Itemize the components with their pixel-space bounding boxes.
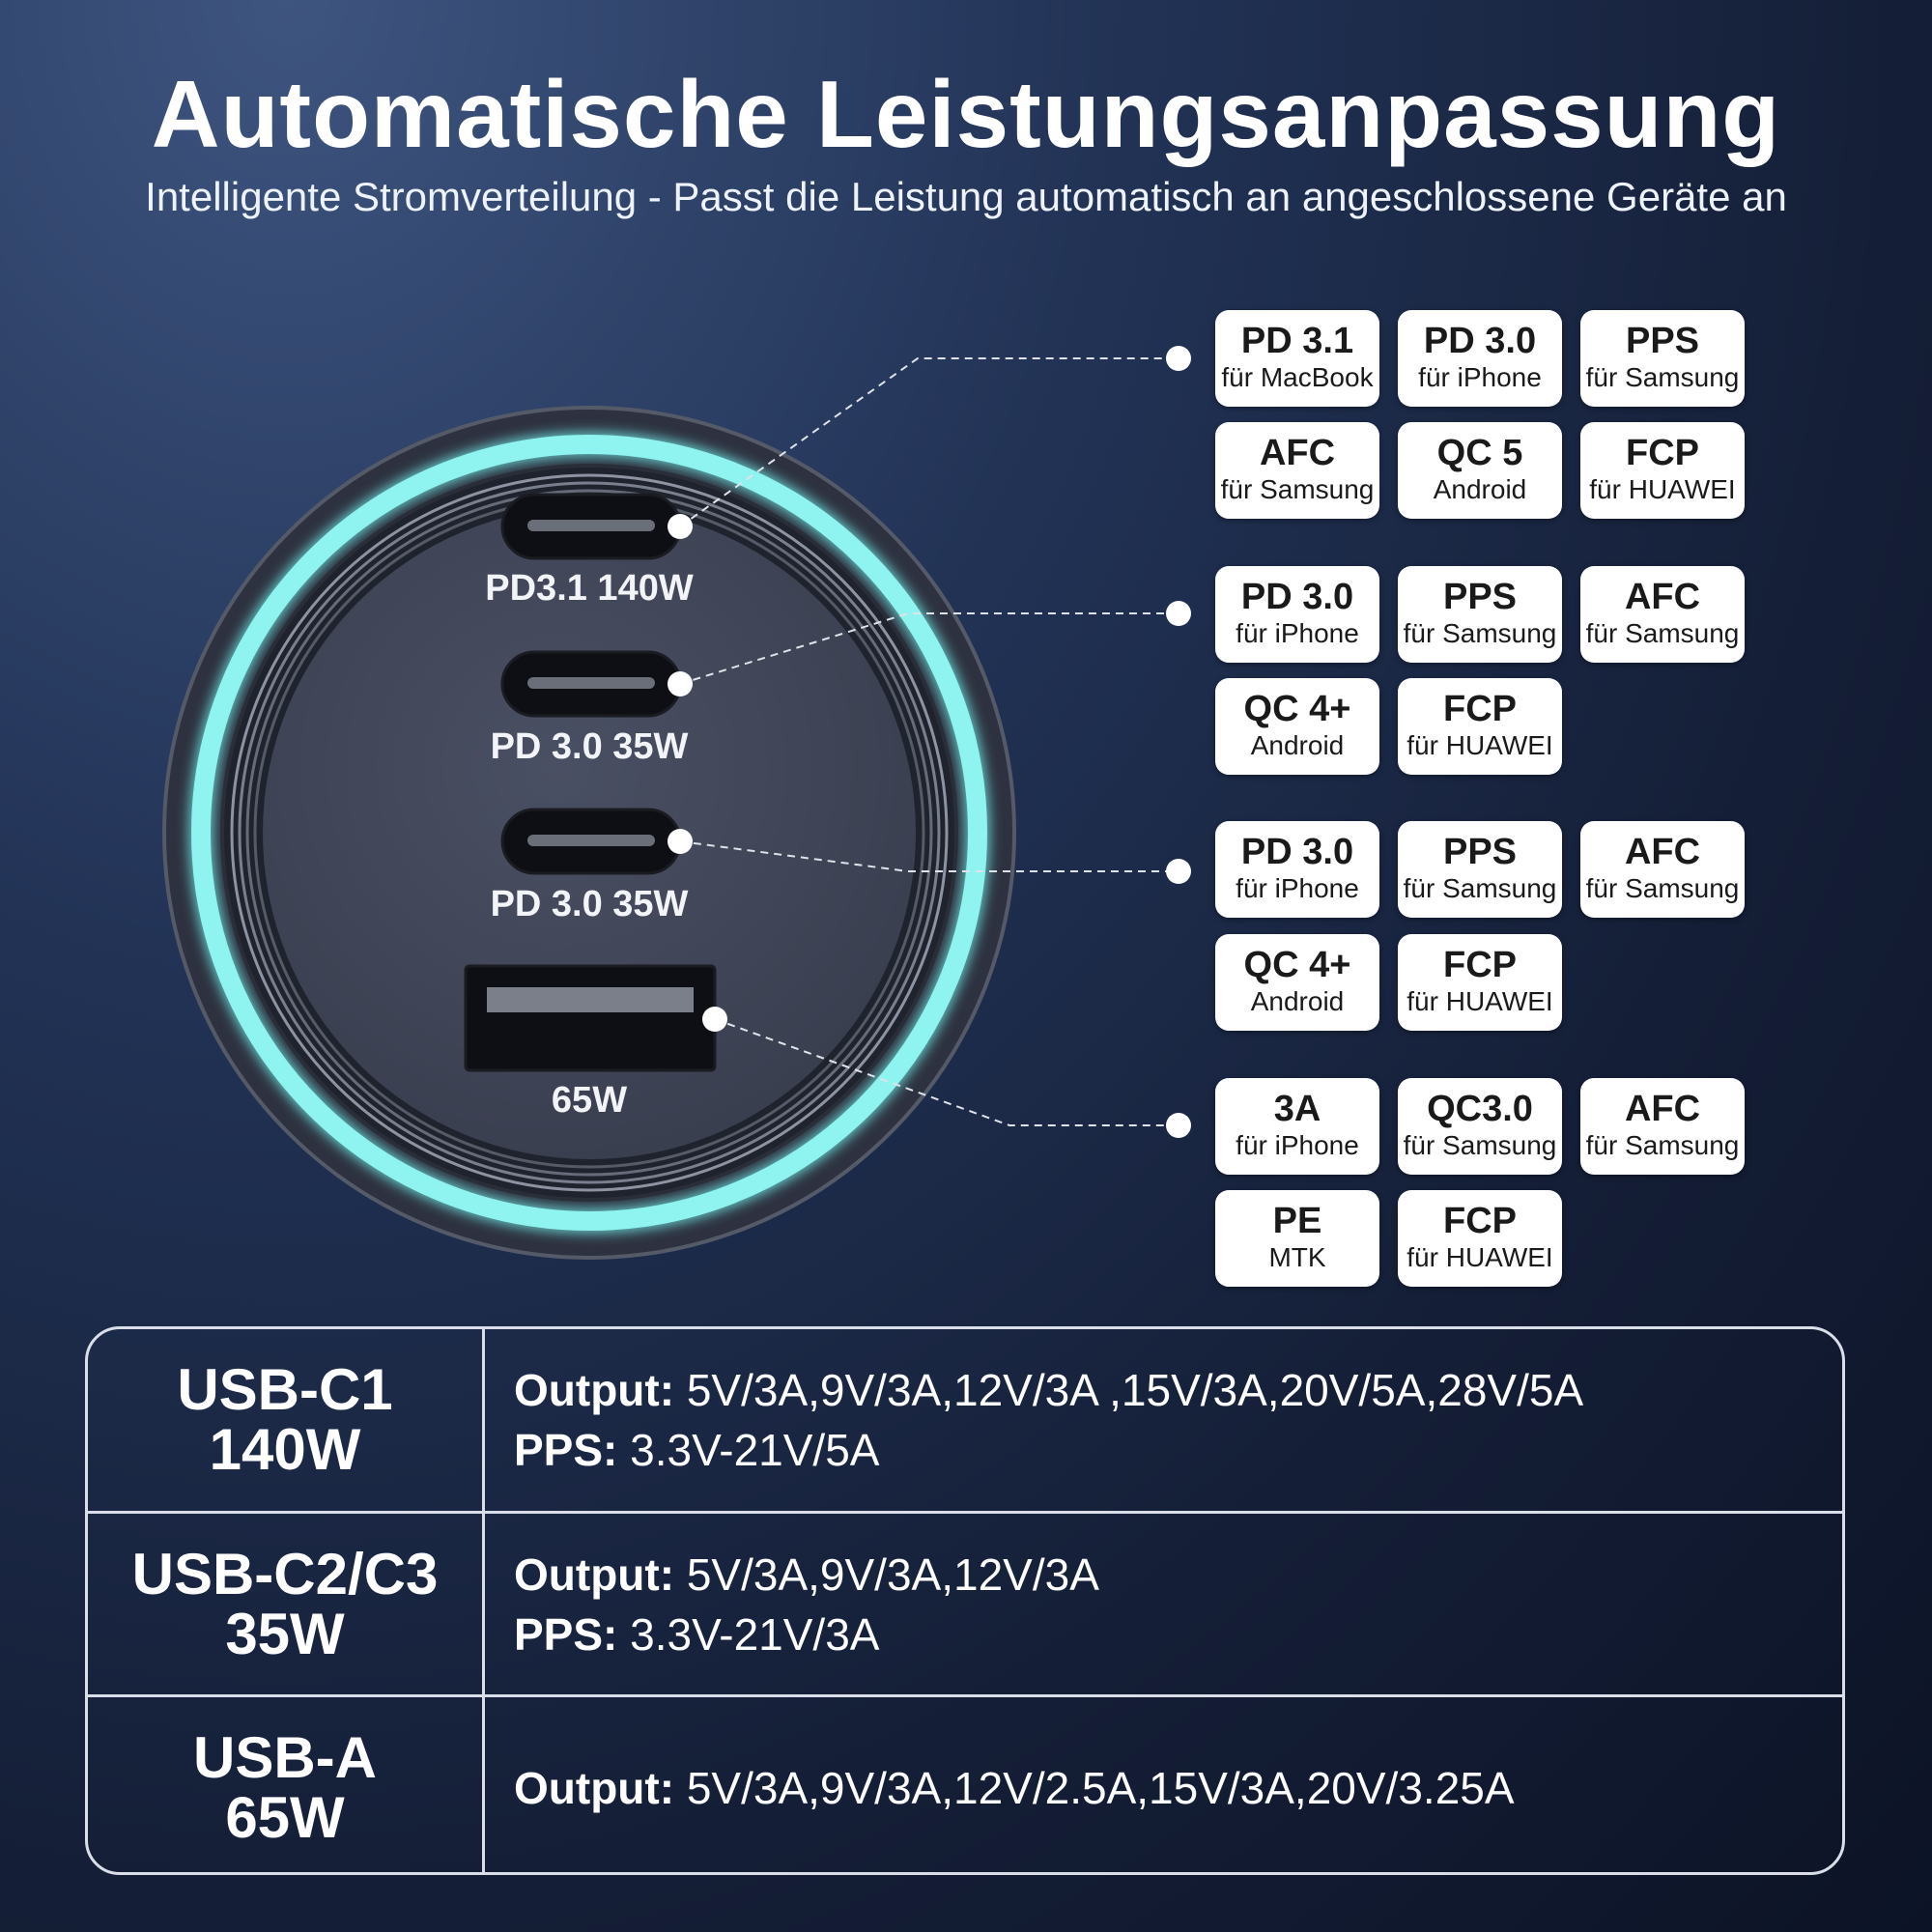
output-label: Output: bbox=[514, 1763, 675, 1813]
connector-dot bbox=[668, 671, 693, 696]
specs-table: USB-C1 140W Output: 5V/3A,9V/3A,12V/3A ,… bbox=[85, 1326, 1845, 1875]
specs-port-name: USB-A bbox=[193, 1725, 377, 1790]
connector-dot bbox=[1166, 859, 1191, 884]
specs-port-power: 140W bbox=[209, 1417, 361, 1482]
specs-port-power: 35W bbox=[225, 1602, 345, 1666]
usb-a-port bbox=[464, 964, 717, 1072]
specs-port-power: 65W bbox=[225, 1785, 345, 1850]
connector-dot bbox=[668, 514, 693, 539]
output-values: 5V/3A,9V/3A,12V/2.5A,15V/3A,20V/3.25A bbox=[686, 1763, 1515, 1813]
specs-port-name: USB-C1 bbox=[177, 1357, 393, 1422]
usb-c3-port-tongue bbox=[527, 835, 655, 846]
output-label: Output: bbox=[514, 1549, 675, 1600]
page-subtitle: Intelligente Stromverteilung - Passt die… bbox=[145, 174, 1787, 219]
charger-glow-ring bbox=[191, 435, 987, 1231]
connector-line-c3 bbox=[679, 840, 1179, 872]
specs-port-cell: USB-A 65W bbox=[88, 1697, 485, 1872]
output-values: 5V/3A,9V/3A,12V/3A ,15V/3A,20V/5A,28V/5A bbox=[686, 1365, 1584, 1415]
protocol-badge: QC 4+Android bbox=[1215, 934, 1379, 1031]
usb-c2-port-tongue bbox=[527, 677, 655, 689]
protocol-badge: QC 4+Android bbox=[1215, 678, 1379, 775]
specs-detail-cell: Output: 5V/3A,9V/3A,12V/2.5A,15V/3A,20V/… bbox=[485, 1697, 1842, 1872]
usb-a-port-tongue bbox=[487, 987, 694, 1012]
specs-detail-cell: Output: 5V/3A,9V/3A,12V/3A ,15V/3A,20V/5… bbox=[485, 1329, 1842, 1511]
specs-row-usb-c1: USB-C1 140W Output: 5V/3A,9V/3A,12V/3A ,… bbox=[88, 1329, 1842, 1511]
specs-port-name: USB-C2/C3 bbox=[131, 1542, 439, 1606]
connector-dot bbox=[1166, 1113, 1191, 1138]
connector-dot bbox=[702, 1007, 727, 1032]
port-label-c1: PD3.1 140W bbox=[485, 568, 694, 609]
page-title: Automatische Leistungsanpassung bbox=[151, 61, 1781, 167]
charger-groove-ring bbox=[245, 489, 933, 1177]
pps-label: PPS: bbox=[514, 1609, 618, 1660]
port-label-a: 65W bbox=[551, 1080, 628, 1121]
pps-values: 3.3V-21V/5A bbox=[630, 1425, 880, 1475]
specs-port-cell: USB-C2/C3 35W bbox=[88, 1514, 485, 1695]
specs-port-cell: USB-C1 140W bbox=[88, 1329, 485, 1511]
pps-values: 3.3V-21V/3A bbox=[630, 1609, 880, 1660]
specs-detail-cell: Output: 5V/3A,9V/3A,12V/3A PPS: 3.3V-21V… bbox=[485, 1514, 1842, 1695]
connector-line-c1 bbox=[679, 357, 1179, 527]
usb-c1-port-tongue bbox=[527, 520, 655, 531]
specs-row-usb-a: USB-A 65W Output: 5V/3A,9V/3A,12V/2.5A,1… bbox=[88, 1694, 1842, 1872]
connector-dot bbox=[668, 829, 693, 854]
output-label: Output: bbox=[514, 1365, 675, 1415]
connector-dot bbox=[1166, 346, 1191, 371]
charger-groove-ring bbox=[238, 481, 941, 1184]
charger-groove-ring bbox=[230, 473, 949, 1192]
connector-dot bbox=[1166, 601, 1191, 626]
specs-row-usb-c2-c3: USB-C2/C3 35W Output: 5V/3A,9V/3A,12V/3A… bbox=[88, 1511, 1842, 1695]
connector-line-a bbox=[714, 1018, 1179, 1126]
port-label-c3: PD 3.0 35W bbox=[490, 884, 689, 924]
pps-label: PPS: bbox=[514, 1425, 618, 1475]
output-values: 5V/3A,9V/3A,12V/3A bbox=[686, 1549, 1099, 1600]
port-label-c2: PD 3.0 35W bbox=[490, 726, 689, 767]
